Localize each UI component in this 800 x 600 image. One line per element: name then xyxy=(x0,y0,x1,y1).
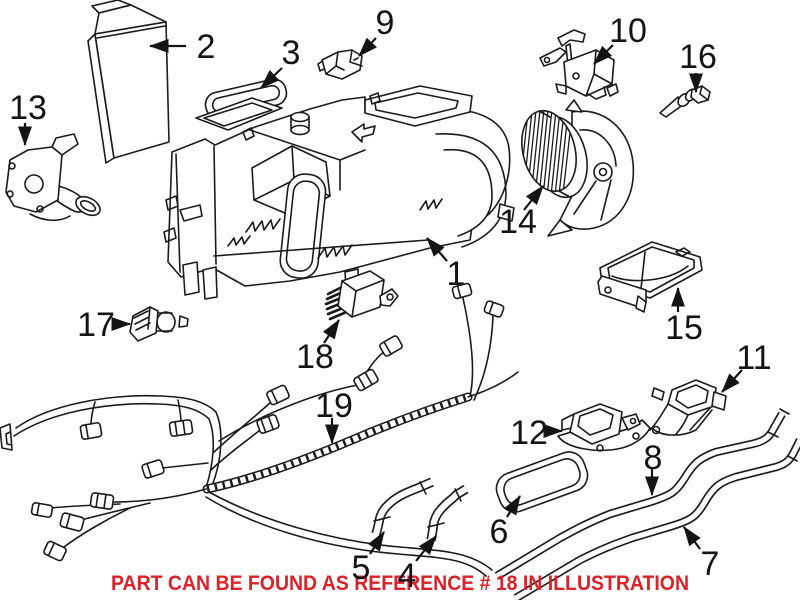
part-17-sensor-connector xyxy=(129,306,189,342)
callout-arrow-5 xyxy=(368,531,385,555)
reference-caption: PART CAN BE FOUND AS REFERENCE # 18 IN I… xyxy=(111,572,689,595)
callout-number-19: 19 xyxy=(315,387,353,425)
part-9-control-module xyxy=(317,49,363,80)
callout-number-13: 13 xyxy=(9,89,47,127)
callout-number-5: 5 xyxy=(352,549,371,587)
callout-number-9: 9 xyxy=(376,4,395,42)
part-16-temperature-sensor xyxy=(659,85,711,118)
callout-arrow-14 xyxy=(523,185,544,211)
callout-number-11: 11 xyxy=(736,339,771,377)
callout-number-2: 2 xyxy=(197,28,216,66)
part-10-actuator-bracket xyxy=(539,29,619,100)
callout-arrow-7 xyxy=(683,526,701,550)
part-6-seal xyxy=(495,451,589,513)
callout-arrows xyxy=(17,37,743,562)
callout-number-6: 6 xyxy=(490,513,509,551)
callout-number-7: 7 xyxy=(701,545,720,583)
callout-arrow-18 xyxy=(322,319,340,344)
part-5-hose xyxy=(371,477,434,536)
callout-arrow-10 xyxy=(593,44,614,65)
part-18-blower-resistor xyxy=(324,270,399,321)
callout-number-12: 12 xyxy=(510,414,548,452)
callout-arrow-1 xyxy=(426,237,448,262)
part-14-blower-motor xyxy=(518,99,635,237)
callout-arrow-6 xyxy=(504,495,521,518)
callout-number-14: 14 xyxy=(499,203,537,241)
part-7-pipe xyxy=(513,438,800,600)
callout-number-3: 3 xyxy=(282,34,301,72)
callout-numbers: 2 3 9 10 16 13 14 1 15 17 18 19 11 12 6 … xyxy=(9,4,772,595)
callout-number-15: 15 xyxy=(665,309,703,347)
part-4-hose xyxy=(426,484,469,542)
callout-number-10: 10 xyxy=(609,12,647,50)
part-12-actuator xyxy=(557,403,651,452)
part-13-actuator xyxy=(5,133,101,222)
part-8-pipe xyxy=(494,408,790,580)
part-15-duct-tray xyxy=(597,241,703,313)
callout-arrow-3 xyxy=(260,67,283,89)
callout-arrow-4 xyxy=(415,535,437,562)
callout-number-17: 17 xyxy=(77,306,115,344)
callout-number-8: 8 xyxy=(644,439,663,477)
callout-number-18: 18 xyxy=(296,338,334,376)
callout-number-1: 1 xyxy=(447,255,466,293)
part-19-wiring-harness xyxy=(0,282,519,577)
callout-number-4: 4 xyxy=(398,557,417,595)
callout-arrow-11 xyxy=(721,369,743,393)
part-1-hvac-housing xyxy=(163,85,515,301)
part-2-heater-core xyxy=(87,0,170,164)
callout-arrow-9 xyxy=(358,37,377,57)
callout-number-16: 16 xyxy=(679,38,717,76)
part-11-actuator xyxy=(649,379,727,436)
